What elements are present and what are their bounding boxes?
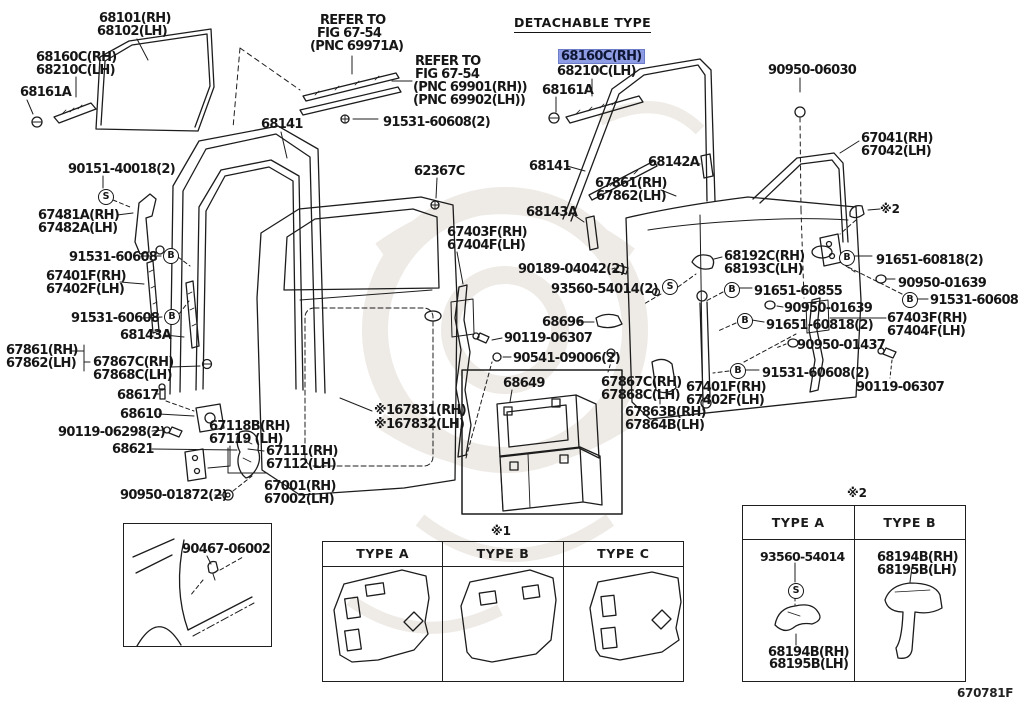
guide-channel-left-67403f: [450, 251, 512, 459]
panel-type-table: TYPE A TYPE B TYPE C: [322, 541, 684, 682]
clip-table-col-b: TYPE B: [853, 506, 966, 681]
clip-type-table: TYPE A TYPE B: [742, 505, 966, 682]
inset-car-outline: [132, 538, 255, 647]
panel-table-col-c: TYPE C: [562, 542, 683, 681]
panel-type-b-drawing: [460, 569, 557, 663]
clip-table-cell-type-b: [855, 540, 966, 681]
panel-table-col-a: TYPE A: [323, 542, 443, 681]
detachable-type-heading: DETACHABLE TYPE: [514, 15, 652, 33]
figure-code: 670781F: [957, 686, 1014, 700]
clip-location-inset-box: [123, 523, 272, 647]
belt-molding-left: [26, 76, 97, 128]
right-hardware-column: [577, 254, 799, 409]
screw-62367c: [430, 177, 440, 210]
grommet-90950-06030: [794, 77, 806, 299]
door-shell-left: [227, 196, 458, 496]
lower-hardware-left: [71, 344, 261, 501]
panel-table-cell-type-c: [564, 567, 683, 681]
panel-type-a-drawing: [333, 569, 430, 663]
clip-type-b-drawing: [884, 566, 943, 659]
panel-table-header-type-c: TYPE C: [563, 542, 683, 567]
front-door-glass-left: [95, 28, 215, 132]
clip-table-col-a: TYPE A: [743, 506, 854, 681]
right-edge-hardware: [805, 204, 929, 393]
detachable-frame-right: [562, 58, 716, 251]
panel-table-cell-type-b: [443, 567, 562, 681]
roof-drip-moldings: [232, 47, 413, 129]
door-frame-left: [169, 125, 326, 395]
clip-table-header-type-b: TYPE B: [854, 506, 965, 540]
pocket-box-68649: [461, 369, 623, 515]
pillar-runs-left: [102, 175, 200, 349]
panel-table-header-type-a: TYPE A: [323, 542, 443, 567]
panel-table-cell-type-a: [323, 567, 442, 681]
panel-table-col-b: TYPE B: [442, 542, 563, 681]
clip-table-cell-type-a: [743, 540, 854, 681]
panel-table-header-type-b: TYPE B: [443, 542, 563, 567]
door-shell-right: [625, 140, 862, 420]
clip-table-header-type-a: TYPE A: [743, 506, 854, 540]
clip-type-a-drawing: [774, 562, 821, 646]
belt-molding-right: [548, 78, 644, 124]
panel-type-c-drawing: [589, 571, 682, 661]
